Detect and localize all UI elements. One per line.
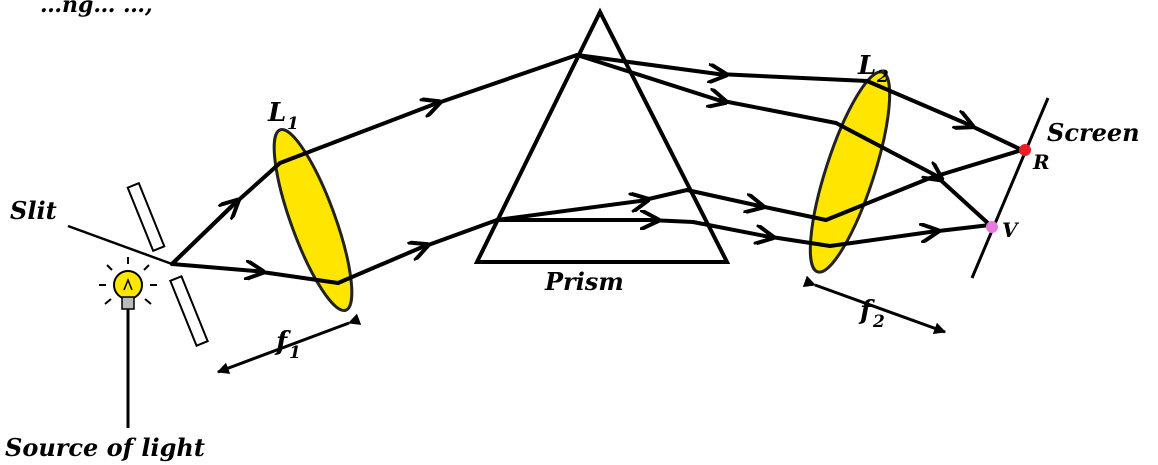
focal2-subscript: 2 (872, 312, 885, 332)
ray-l2-to-r-bottom (824, 148, 1024, 222)
light-bulb-icon (99, 257, 157, 310)
focal1-subscript: 1 (289, 343, 301, 363)
slit-lower-plate (169, 274, 209, 348)
violet-point-dot (986, 221, 998, 233)
ray-bottom-to-l2-upper (685, 188, 828, 222)
lens2-letter: L (857, 51, 876, 81)
screen-line (970, 97, 1050, 279)
ray-slit-to-l1-bottom (170, 264, 340, 285)
screen-label: Screen (1047, 118, 1140, 147)
red-point-dot (1019, 144, 1031, 156)
focal-arrow-f2 (802, 275, 947, 334)
ray-top-red (575, 53, 869, 81)
source-label: Source of light (5, 433, 205, 462)
ray-l1-to-prism-bottom (336, 218, 499, 285)
focal1-letter: f (274, 327, 291, 357)
ray-l1-to-prism-top (278, 53, 579, 165)
slit-label: Slit (10, 196, 57, 225)
violet-point-label: V (1002, 218, 1020, 242)
lens-l1 (272, 127, 354, 313)
focal-arrow-f1 (216, 313, 362, 374)
slit-pointer (67, 224, 173, 266)
ray-bottom-to-l2-lower (691, 220, 832, 248)
ray-l2-to-v-bottom (828, 225, 992, 248)
prism (473, 7, 731, 264)
ray-bottom-inside-lower (495, 220, 695, 222)
red-point-label: R (1032, 150, 1050, 174)
slit-upper-plate (126, 181, 166, 253)
ray-bottom-inside-upper (495, 188, 689, 222)
lens-l2 (808, 70, 892, 274)
ray-slit-to-l1-top (170, 161, 282, 266)
lens2-subscript: 2 (876, 67, 889, 87)
caption-fragment: …ng… …, (40, 0, 153, 18)
lens1-subscript: 1 (287, 114, 299, 134)
prism-label: Prism (544, 267, 624, 296)
focal2-letter: f (858, 296, 875, 326)
ray-l2-to-r-top (865, 79, 1024, 152)
lens1-letter: L (267, 98, 286, 128)
ray-top-violet (575, 53, 838, 125)
